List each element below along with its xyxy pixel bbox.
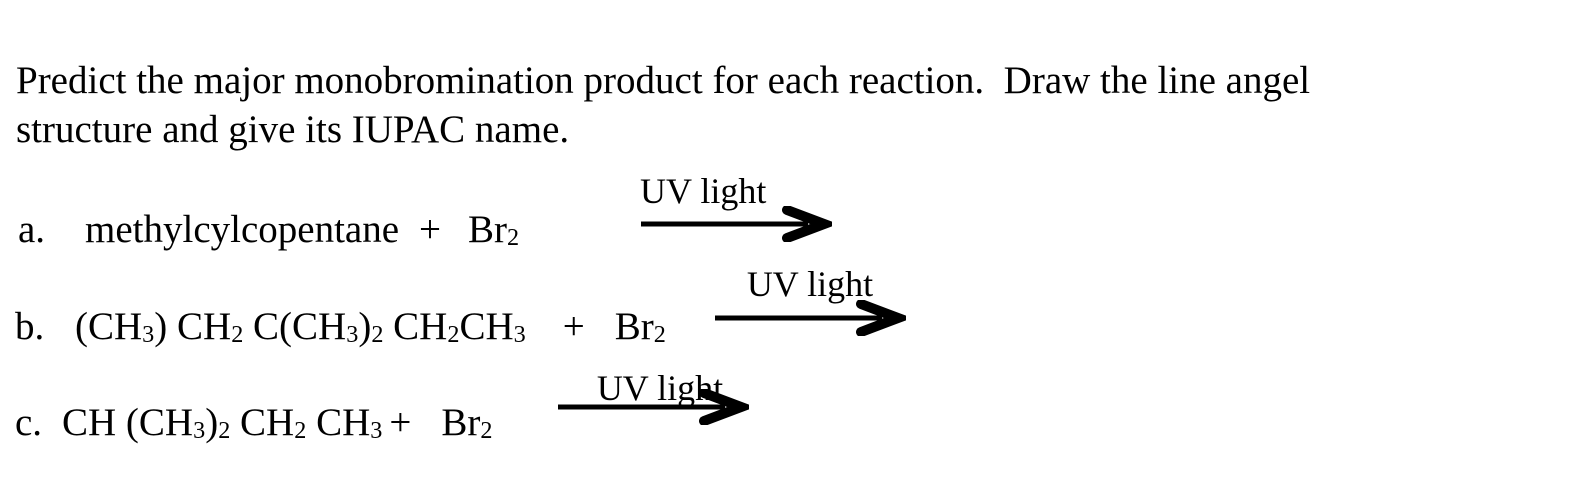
plus-sign-a: + [419,208,442,251]
reactant-formula-b: (CH3) CH2 C(CH3)2 CH2CH3 [75,305,526,349]
reagent-formula-a: Br2 [468,208,520,252]
reaction-row-a: a. methylcylcopentane + Br2 [18,208,519,252]
question-prompt: Predict the major monobromination produc… [16,56,1310,154]
reaction-label-a: a. [18,208,46,251]
reaction-label-b: b. [15,305,45,348]
arrow-condition-label-b: UV light [746,264,874,304]
plus-sign-c: + [389,401,412,444]
reagent-formula-c: Br2 [441,401,493,445]
prompt-line-1: Predict the major monobromination produc… [16,59,1311,102]
reaction-arrow-group-b: UV light [714,265,906,336]
reactant-formula-a: methylcylcopentane [85,208,400,251]
reaction-label-c: c. [15,401,43,444]
plus-sign-b: + [562,305,585,348]
reaction-arrow-group-a: UV light [640,172,832,242]
prompt-line-2: structure and give its IUPAC name. [16,108,570,151]
reaction-arrow-group-c: UV light [557,369,749,425]
reaction-row-c: c. CH (CH3)2 CH2 CH3 + Br2 [15,401,492,445]
reaction-arrow-icon [641,206,832,242]
reagent-formula-b: Br2 [614,305,666,349]
reaction-row-b: b. (CH3) CH2 C(CH3)2 CH2CH3 + Br2 [15,305,666,349]
reaction-arrow-icon [558,389,749,425]
arrow-condition-label-a: UV light [640,171,767,211]
reaction-arrow-icon [715,300,906,336]
arrow-condition-label-c: UV light [596,368,724,408]
reactant-formula-c: CH (CH3)2 CH2 CH3 [62,401,383,445]
